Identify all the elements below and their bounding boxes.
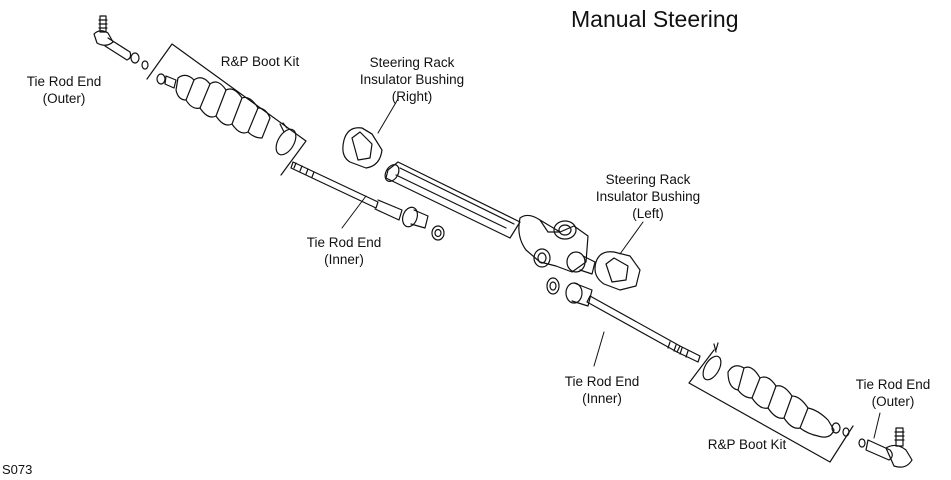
label-insulator-bushing-left: Steering Rack Insulator Bushing (Left) xyxy=(574,171,722,222)
figure-code: S073 xyxy=(2,462,33,477)
label-tie-rod-end-inner-left: Tie Rod End (Inner) xyxy=(294,234,394,268)
steering-boot-left xyxy=(156,73,297,156)
label-line: Tie Rod End xyxy=(306,235,382,250)
inner-tie-rod-left xyxy=(290,161,445,241)
label-line: Steering Rack xyxy=(605,172,691,187)
label-line: (Left) xyxy=(632,206,664,221)
label-tie-rod-end-inner-right: Tie Rod End (Inner) xyxy=(552,373,652,407)
label-line: (Inner) xyxy=(582,391,622,406)
label-rp-boot-kit-bottom: R&P Boot Kit xyxy=(707,437,787,452)
label-line: (Right) xyxy=(391,89,433,104)
label-line: (Inner) xyxy=(324,252,364,267)
diagram-title: Manual Steering xyxy=(571,6,739,32)
label-line: Insulator Bushing xyxy=(359,72,465,87)
label-line: Tie Rod End xyxy=(26,74,102,89)
steering-boot-right xyxy=(702,342,850,438)
label-line: Steering Rack xyxy=(369,55,455,70)
boot-kit-bracket-bottom xyxy=(688,349,854,463)
label-insulator-bushing-right: Steering Rack Insulator Bushing (Right) xyxy=(338,54,486,105)
label-tie-rod-end-outer-left: Tie Rod End (Outer) xyxy=(14,73,114,107)
label-rp-boot-kit-top: R&P Boot Kit xyxy=(220,54,300,69)
label-line: Insulator Bushing xyxy=(595,189,701,204)
label-tie-rod-end-outer-right: Tie Rod End (Outer) xyxy=(843,376,943,410)
washer xyxy=(546,277,560,295)
label-line: (Outer) xyxy=(42,91,86,106)
insulator-bushing-right xyxy=(342,127,383,169)
outer-tie-rod-end-right xyxy=(858,427,913,468)
label-line: Tie Rod End xyxy=(855,377,931,392)
rack-housing xyxy=(384,161,596,275)
label-line: (Outer) xyxy=(871,394,915,409)
leader-lines xyxy=(341,98,881,439)
insulator-bushing-left xyxy=(594,251,641,291)
boot-kit-bracket-top xyxy=(146,43,307,176)
label-line: Tie Rod End xyxy=(564,374,640,389)
inner-tie-rod-right xyxy=(565,282,701,363)
outer-tie-rod-end-left xyxy=(93,15,149,70)
